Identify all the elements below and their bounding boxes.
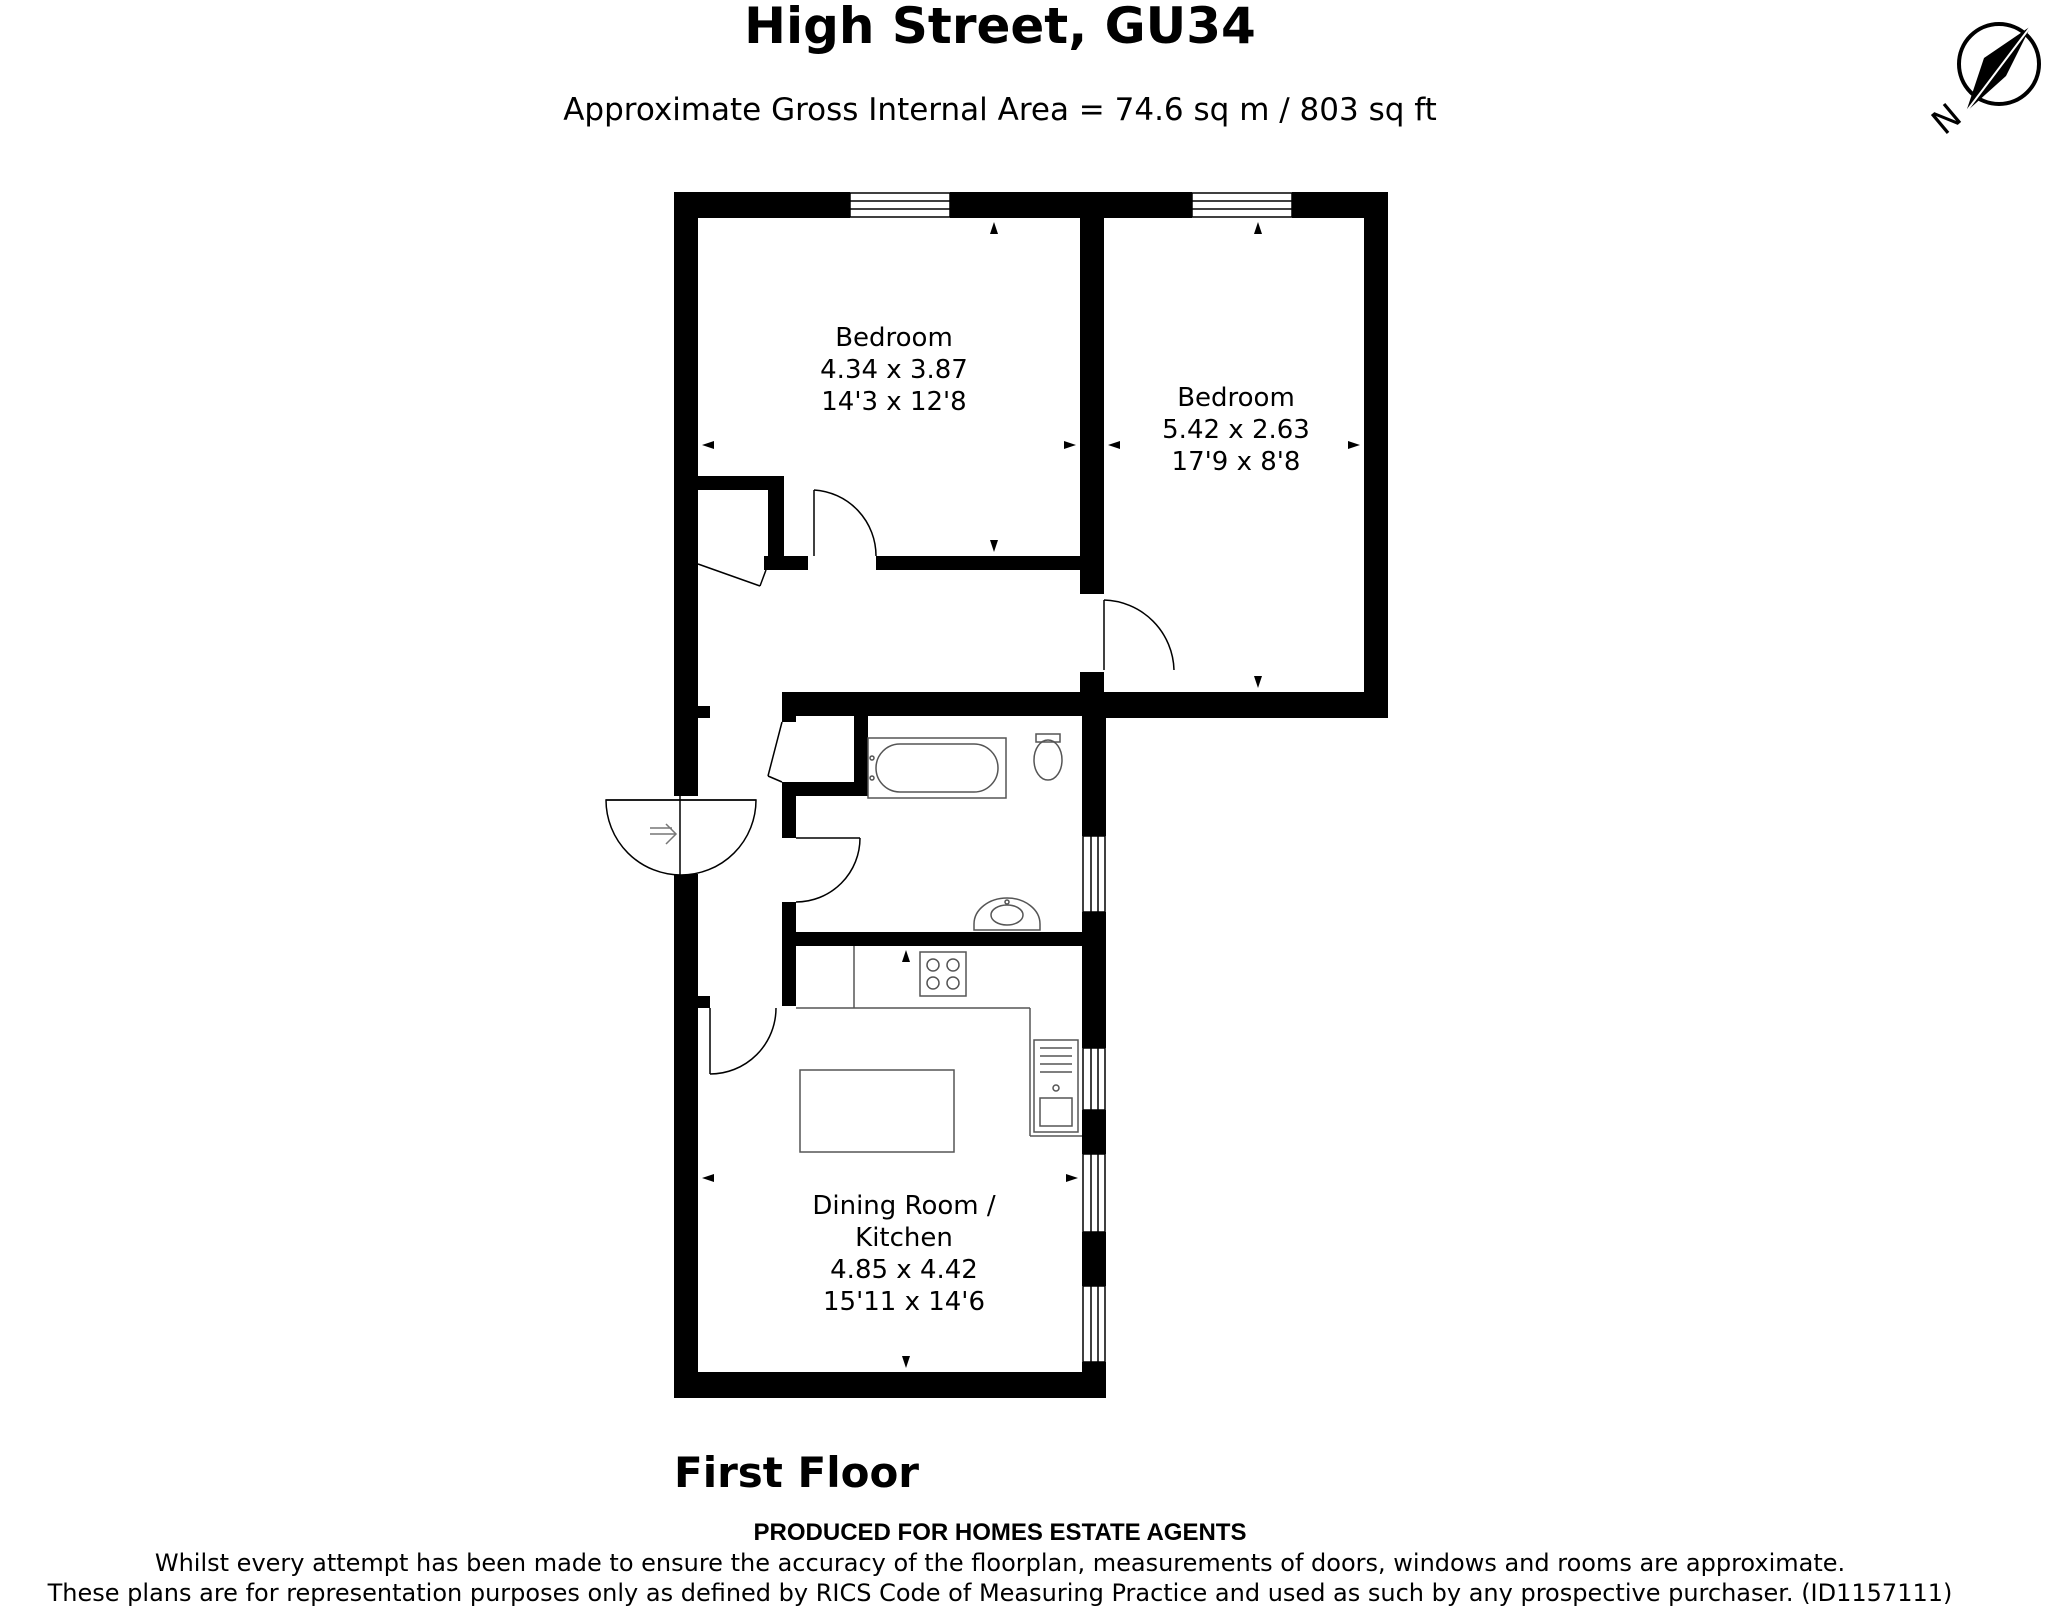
wall-bathcupboard-right xyxy=(854,716,868,796)
wall-kitchen-right-4 xyxy=(1082,1362,1106,1398)
hob xyxy=(919,951,967,997)
wall-cupboard-top xyxy=(674,476,784,490)
floor-label: First Floor xyxy=(674,1448,920,1497)
wall-bedroom2-bottom xyxy=(1082,692,1388,718)
wall-kitchen-right-2 xyxy=(1082,1110,1106,1154)
door-cupboard xyxy=(697,563,767,587)
bedroom2-metric: 5.42 x 2.63 xyxy=(1162,415,1310,445)
wall-bedroom-partition xyxy=(1080,192,1104,594)
bedroom2-name: Bedroom xyxy=(1177,383,1295,413)
wall-left-stub xyxy=(698,706,710,718)
wall-cupboard-right xyxy=(768,476,784,570)
wall-bedroom1-bottom xyxy=(876,556,1104,570)
toilet xyxy=(1033,733,1063,781)
wall-bath-kitchen xyxy=(782,932,1106,946)
wall-left-stub2 xyxy=(698,996,710,1008)
walls xyxy=(674,192,1388,1398)
wall-bath-left-upper xyxy=(782,692,796,722)
plan-title: High Street, GU34 xyxy=(744,0,1256,55)
wall-right-bedroom2 xyxy=(1364,192,1388,718)
kitchen-sink xyxy=(1033,1039,1079,1133)
window-kitchen-2 xyxy=(1082,1153,1106,1233)
bathtub xyxy=(867,737,1007,799)
wall-top-left xyxy=(674,192,850,218)
door-kitchen xyxy=(709,1007,777,1075)
wall-kitchen-right-3 xyxy=(1082,1232,1106,1286)
door-bathroom xyxy=(795,837,861,903)
gross-internal-area: Approximate Gross Internal Area = 74.6 s… xyxy=(563,92,1437,128)
wall-bath-right xyxy=(1082,692,1106,836)
footer-disclaimer-1: Whilst every attempt has been made to en… xyxy=(154,1549,1846,1577)
kitchen-worktop xyxy=(796,946,1082,1137)
windows xyxy=(849,192,1293,1363)
window-bathroom xyxy=(1082,835,1106,913)
window-bedroom2 xyxy=(1191,192,1293,218)
kitchen-island xyxy=(799,1069,955,1153)
door-bedroom1 xyxy=(813,489,877,557)
wall-top-middle xyxy=(950,192,1192,218)
bedroom1-name: Bedroom xyxy=(835,323,953,353)
bedroom2-imperial: 17'9 x 8'8 xyxy=(1172,447,1301,477)
kitchen-metric: 4.85 x 4.42 xyxy=(830,1255,978,1285)
door-entrance xyxy=(605,796,757,876)
wall-bath-top xyxy=(782,692,1104,716)
kitchen-imperial: 15'11 x 14'6 xyxy=(823,1287,985,1317)
footer-produced: PRODUCED FOR HOMES ESTATE AGENTS xyxy=(753,1519,1247,1546)
wall-left-middle xyxy=(674,874,698,998)
compass-icon: N xyxy=(1924,22,2041,143)
fixtures xyxy=(796,733,1082,1153)
window-kitchen-3 xyxy=(1082,1285,1106,1363)
footer-disclaimer-2: These plans are for representation purpo… xyxy=(47,1579,1953,1607)
doors xyxy=(605,489,1175,1075)
kitchen-name-line2: Kitchen xyxy=(855,1223,953,1253)
wall-bottom xyxy=(674,1372,1106,1398)
wall-kitchen-left-stub xyxy=(782,932,796,1006)
wall-bathcupboard-bottom xyxy=(782,782,858,796)
dimension-markers xyxy=(702,222,1360,1368)
bedroom1-imperial: 14'3 x 12'8 xyxy=(821,387,966,417)
bedroom1-metric: 4.34 x 3.87 xyxy=(820,355,968,385)
door-bath-cupboard xyxy=(767,721,783,783)
wall-left-lower xyxy=(674,996,698,1398)
wall-left-upper xyxy=(674,192,698,796)
door-bedroom2 xyxy=(1103,599,1175,671)
room-labels: Bedroom 4.34 x 3.87 14'3 x 12'8 Bedroom … xyxy=(812,323,1309,1317)
wall-kitchen-right-top xyxy=(1082,944,1106,1048)
compass-north-label: N xyxy=(1924,96,1969,143)
window-kitchen-1 xyxy=(1082,1047,1106,1111)
entrance-arrow-icon xyxy=(650,823,678,845)
window-bedroom1 xyxy=(849,192,951,218)
wash-basin xyxy=(973,897,1041,931)
kitchen-name-line1: Dining Room / xyxy=(812,1191,995,1221)
